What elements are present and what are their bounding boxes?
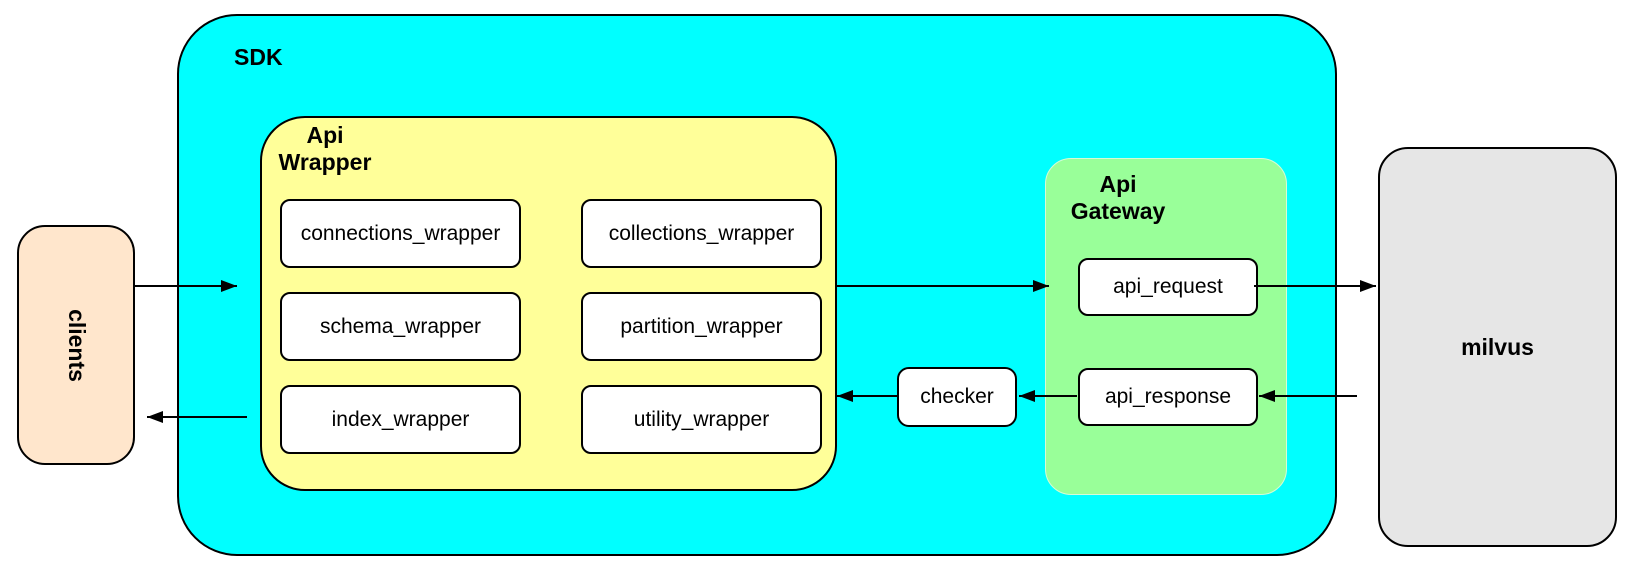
module-index-wrapper: index_wrapper [280, 385, 521, 454]
module-schema-wrapper: schema_wrapper [280, 292, 521, 361]
checker-node: checker [897, 367, 1017, 427]
api-gateway-container: Api Gateway api_request api_response [1045, 158, 1287, 495]
api-gateway-label: Api Gateway [1063, 171, 1173, 225]
api-wrapper-module-grid: connections_wrapper collections_wrapper … [280, 199, 822, 454]
module-connections-wrapper: connections_wrapper [280, 199, 521, 268]
module-collections-wrapper: collections_wrapper [581, 199, 822, 268]
api-wrapper-label-line2: Wrapper [278, 149, 372, 175]
module-utility-wrapper: utility_wrapper [581, 385, 822, 454]
milvus-node: milvus [1378, 147, 1617, 547]
milvus-label: milvus [1461, 333, 1534, 360]
api-wrapper-container: Api Wrapper connections_wrapper collecti… [260, 116, 837, 491]
clients-node: clients [17, 225, 135, 465]
api-wrapper-label-line1: Api [306, 122, 344, 148]
clients-label: clients [63, 308, 90, 382]
sdk-label: SDK [234, 44, 283, 70]
module-api-request: api_request [1078, 258, 1258, 316]
api-gateway-label-line2: Gateway [1070, 198, 1166, 224]
api-wrapper-label: Api Wrapper [270, 122, 380, 176]
api-gateway-label-line1: Api [1099, 171, 1137, 197]
module-partition-wrapper: partition_wrapper [581, 292, 822, 361]
module-api-response: api_response [1078, 368, 1258, 426]
